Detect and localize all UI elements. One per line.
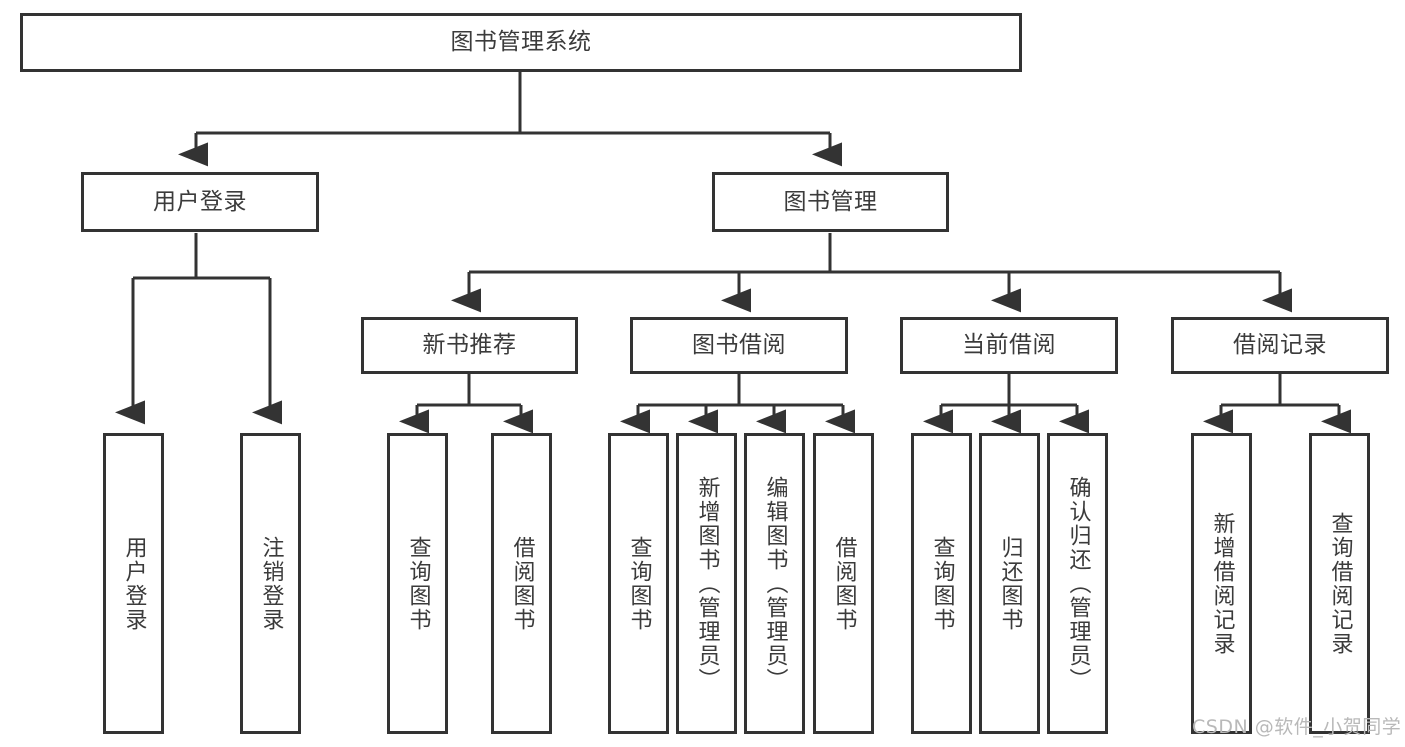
node-book-borrow[interactable]: 图书借阅 <box>630 317 848 374</box>
node-leaf-query-record-label: 查询借阅记录 <box>1327 511 1353 656</box>
node-leaf-logout-login-label: 注销登录 <box>258 535 284 632</box>
node-leaf-borrow-book-2[interactable]: 借阅图书 <box>813 433 874 734</box>
node-root-label: 图书管理系统 <box>450 29 592 56</box>
node-leaf-borrow-book-2-label: 借阅图书 <box>831 535 857 632</box>
node-new-book-recommend-label: 新书推荐 <box>422 332 517 359</box>
node-new-book-recommend[interactable]: 新书推荐 <box>361 317 578 374</box>
node-leaf-query-record[interactable]: 查询借阅记录 <box>1309 433 1370 734</box>
node-borrow-record[interactable]: 借阅记录 <box>1171 317 1389 374</box>
node-book-borrow-label: 图书借阅 <box>692 332 786 359</box>
node-leaf-query-book-3[interactable]: 查询图书 <box>911 433 972 734</box>
node-book-manage[interactable]: 图书管理 <box>712 172 949 232</box>
node-root[interactable]: 图书管理系统 <box>20 13 1022 72</box>
node-user-login-label: 用户登录 <box>153 188 247 215</box>
node-leaf-return-book-label: 归还图书 <box>997 535 1023 632</box>
node-leaf-edit-book[interactable]: 编辑图书（管理员） <box>744 433 805 734</box>
node-borrow-record-label: 借阅记录 <box>1233 332 1327 359</box>
node-leaf-user-login-label: 用户登录 <box>121 535 147 632</box>
watermark-text: CSDN @软件_小贺同学 <box>1192 716 1402 738</box>
node-leaf-add-record[interactable]: 新增借阅记录 <box>1191 433 1252 734</box>
node-leaf-edit-book-label: 编辑图书（管理员） <box>762 475 788 692</box>
node-leaf-add-record-label: 新增借阅记录 <box>1209 511 1235 656</box>
node-leaf-user-login[interactable]: 用户登录 <box>103 433 164 734</box>
node-leaf-query-book-2-label: 查询图书 <box>626 535 652 632</box>
node-leaf-logout-login[interactable]: 注销登录 <box>240 433 301 734</box>
node-leaf-borrow-book-1[interactable]: 借阅图书 <box>491 433 552 734</box>
node-leaf-borrow-book-1-label: 借阅图书 <box>509 535 535 632</box>
node-leaf-add-book-label: 新增图书（管理员） <box>694 475 720 692</box>
node-leaf-add-book[interactable]: 新增图书（管理员） <box>676 433 737 734</box>
node-current-borrow-label: 当前借阅 <box>962 332 1056 359</box>
node-book-manage-label: 图书管理 <box>783 188 878 215</box>
node-leaf-query-book-2[interactable]: 查询图书 <box>608 433 669 734</box>
node-leaf-query-book-3-label: 查询图书 <box>929 535 955 632</box>
node-leaf-query-book-1[interactable]: 查询图书 <box>387 433 448 734</box>
node-leaf-return-book[interactable]: 归还图书 <box>979 433 1040 734</box>
node-leaf-query-book-1-label: 查询图书 <box>405 535 431 632</box>
node-current-borrow[interactable]: 当前借阅 <box>900 317 1118 374</box>
node-leaf-confirm-return-label: 确认归还（管理员） <box>1065 475 1091 692</box>
node-user-login[interactable]: 用户登录 <box>81 172 319 232</box>
node-leaf-confirm-return[interactable]: 确认归还（管理员） <box>1047 433 1108 734</box>
